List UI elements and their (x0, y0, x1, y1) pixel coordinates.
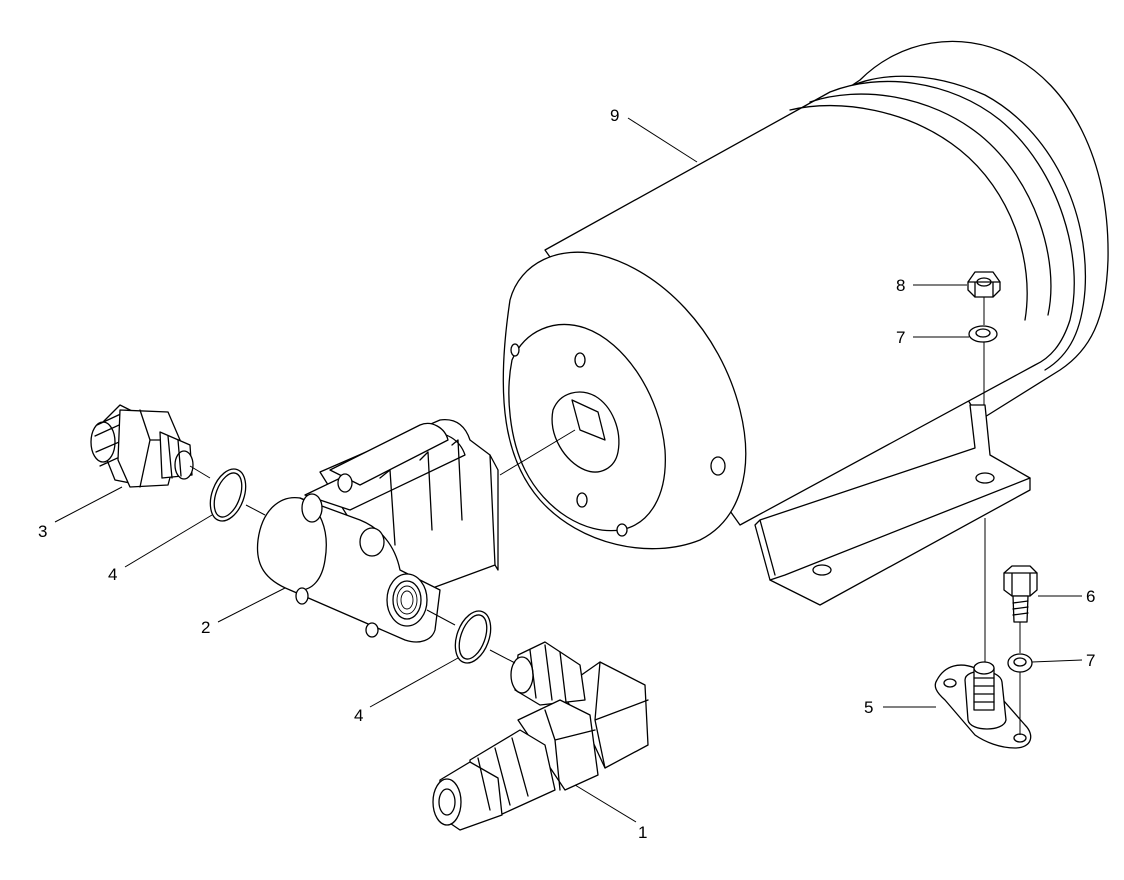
part-8-nut (967, 271, 1001, 298)
callout-8: 8 (896, 276, 905, 295)
part-2-gear-pump (256, 419, 499, 643)
part-3-straight-fitting (90, 404, 194, 488)
part-4-o-ring-upper (209, 468, 247, 522)
callout-4-upper: 4 (108, 565, 117, 584)
callout-7-upper: 7 (896, 328, 905, 347)
callout-6: 6 (1086, 587, 1095, 606)
callout-3: 3 (38, 522, 47, 541)
callout-4-lower: 4 (354, 706, 363, 725)
callout-5: 5 (864, 698, 873, 717)
leader-lines (54, 117, 1083, 823)
callout-9: 9 (610, 106, 619, 125)
callout-7-lower: 7 (1086, 651, 1095, 670)
assembly-lines (189, 297, 1021, 735)
part-5-mounting-foot (934, 661, 1032, 749)
part-7-washer-lower (1007, 653, 1033, 673)
callout-1: 1 (638, 823, 647, 842)
callout-2: 2 (201, 618, 210, 637)
part-6-bolt (1003, 565, 1038, 623)
part-1-elbow-fitting (432, 641, 649, 831)
part-7-washer-upper (968, 325, 998, 343)
part-9-motor (502, 40, 1109, 606)
part-4-o-ring-lower (454, 610, 492, 664)
